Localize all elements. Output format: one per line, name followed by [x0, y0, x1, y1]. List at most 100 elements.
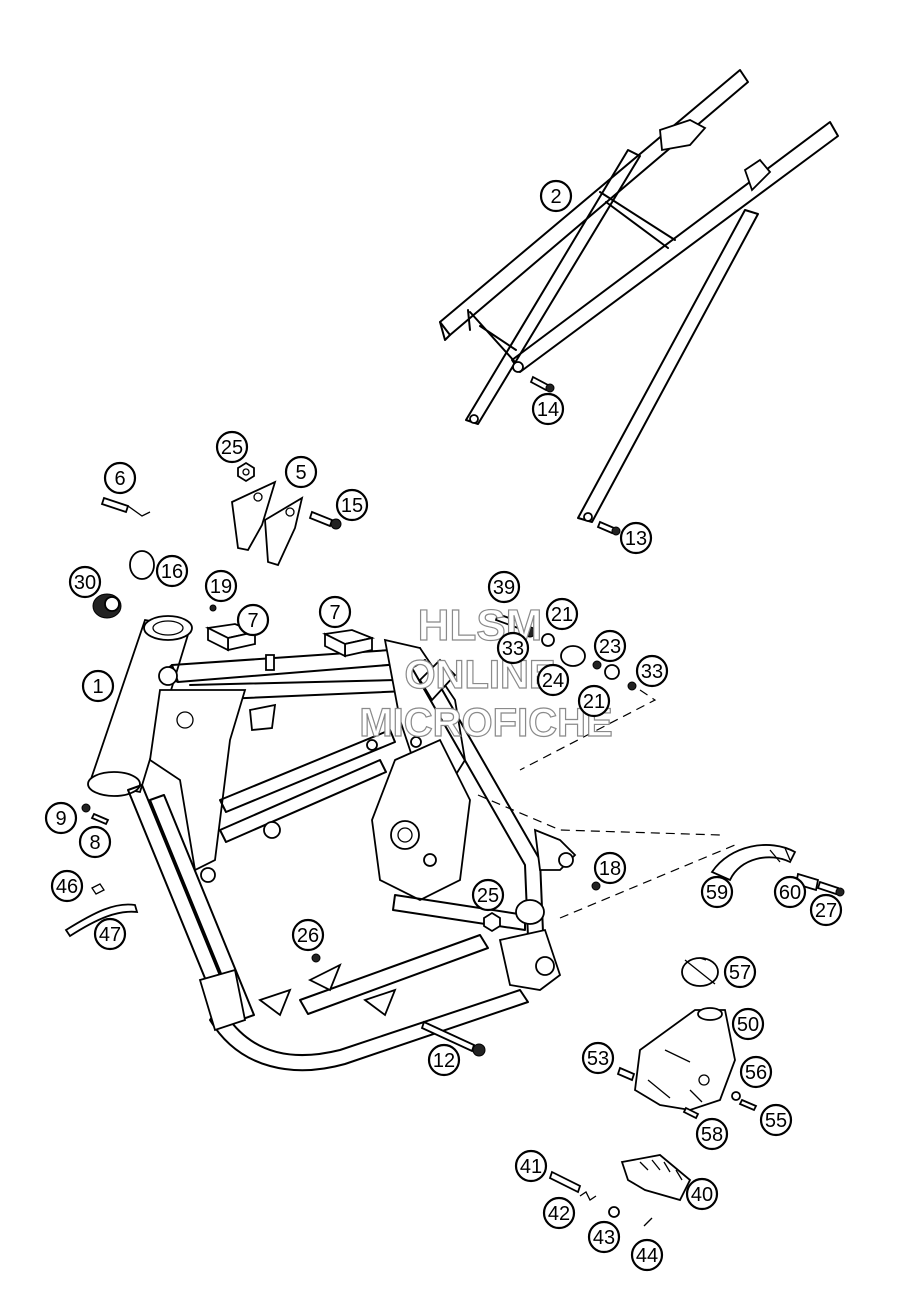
pin-41-drawing	[548, 1170, 582, 1194]
bracket-50-drawing	[634, 1007, 736, 1111]
callout-label: 33	[502, 638, 524, 660]
callout-circle	[542, 1196, 576, 1230]
callout-19: 19	[204, 569, 238, 603]
callout-circle	[723, 955, 757, 989]
callout-circle	[635, 654, 669, 688]
callout-16: 16	[155, 554, 189, 588]
callout-59: 59	[700, 875, 734, 909]
callout-circle	[496, 631, 530, 665]
callout-circle	[44, 801, 78, 835]
callout-circle	[577, 684, 611, 718]
callout-2: 2	[539, 179, 573, 213]
guard-59-drawing	[710, 844, 797, 882]
callout-39: 39	[487, 570, 521, 604]
clip-46-drawing	[91, 883, 105, 895]
callout-circle	[215, 430, 249, 464]
spring-42-drawing	[579, 1191, 597, 1201]
cap-16-drawing	[129, 550, 155, 580]
callout-label: 2	[550, 186, 561, 208]
callout-label: 59	[706, 882, 728, 904]
bolt-8-9-drawing	[81, 803, 110, 826]
bolt-55-drawing	[738, 1098, 758, 1112]
nut-25-bottom-drawing	[483, 911, 501, 933]
callout-circle	[545, 597, 579, 631]
callout-60: 60	[773, 875, 807, 909]
callout-label: 21	[551, 604, 573, 626]
callout-58: 58	[695, 1117, 729, 1151]
callout-21a: 21	[545, 597, 579, 631]
callout-label: 9	[55, 808, 66, 830]
cotter-44-drawing	[643, 1217, 653, 1227]
watermark-line2: ONLINE	[404, 653, 555, 697]
callout-label: 53	[587, 1048, 609, 1070]
callout-55: 55	[759, 1103, 793, 1137]
washer-43-drawing	[608, 1206, 620, 1218]
callout-6: 6	[103, 461, 137, 495]
washer-56-drawing	[731, 1091, 741, 1101]
callout-33b: 33	[635, 654, 669, 688]
callout-label: 25	[477, 885, 499, 907]
callout-14: 14	[531, 392, 565, 426]
callout-label: 27	[815, 900, 837, 922]
callout-18: 18	[593, 851, 627, 885]
callout-33a: 33	[496, 631, 530, 665]
pad-7-right-drawing	[322, 629, 376, 658]
callout-circle	[81, 669, 115, 703]
callout-circle	[773, 875, 807, 909]
callout-circle	[204, 569, 238, 603]
callout-26: 26	[291, 918, 325, 952]
watermark: HLSM ONLINE MICROFICHE	[359, 600, 614, 745]
callout-40: 40	[685, 1177, 719, 1211]
callout-circle	[759, 1103, 793, 1137]
bolt-58-drawing	[682, 1106, 700, 1120]
bolt-13-drawing	[596, 520, 621, 536]
callout-label: 47	[99, 924, 121, 946]
callout-label: 44	[636, 1245, 658, 1267]
callout-label: 60	[779, 882, 801, 904]
callout-circle	[93, 917, 127, 951]
callout-circle	[78, 825, 112, 859]
callout-21b: 21	[577, 684, 611, 718]
watermark-line3: MICROFICHE	[359, 701, 612, 745]
callout-label: 18	[599, 858, 621, 880]
callout-label: 58	[701, 1124, 723, 1146]
callout-44: 44	[630, 1238, 664, 1272]
callout-circle	[291, 918, 325, 952]
nut-26-drawing	[311, 953, 321, 963]
callout-57: 57	[723, 955, 757, 989]
callout-27: 27	[809, 893, 843, 927]
callout-circle	[685, 1177, 719, 1211]
hose-47-drawing	[64, 903, 139, 938]
bolt-53-drawing	[616, 1066, 636, 1082]
callout-label: 21	[583, 691, 605, 713]
subframe-drawing	[439, 69, 839, 523]
callout-circle	[536, 663, 570, 697]
callout-label: 57	[729, 962, 751, 984]
callout-label: 24	[542, 670, 564, 692]
leader-lines	[477, 689, 736, 919]
watermark-line1: HLSM	[418, 601, 543, 650]
callout-circle	[335, 488, 369, 522]
callout-label: 12	[433, 1050, 455, 1072]
callout-13: 13	[619, 521, 653, 555]
callout-circle	[487, 570, 521, 604]
callout-46: 46	[50, 869, 84, 903]
callout-label: 41	[520, 1156, 542, 1178]
callout-label: 23	[599, 636, 621, 658]
callout-label: 7	[247, 610, 258, 632]
callout-circle	[284, 455, 318, 489]
callout-25b: 25	[471, 878, 505, 912]
callout-label: 1	[92, 676, 103, 698]
callout-label: 55	[765, 1110, 787, 1132]
callout-circle	[731, 1007, 765, 1041]
callout-label: 46	[56, 876, 78, 898]
callout-label: 50	[737, 1014, 759, 1036]
callout-circle	[50, 869, 84, 903]
callout-circle	[700, 875, 734, 909]
bolt-14-drawing	[529, 375, 555, 393]
callout-circle	[809, 893, 843, 927]
callout-12: 12	[427, 1043, 461, 1077]
bolt-12-drawing	[420, 1020, 486, 1057]
